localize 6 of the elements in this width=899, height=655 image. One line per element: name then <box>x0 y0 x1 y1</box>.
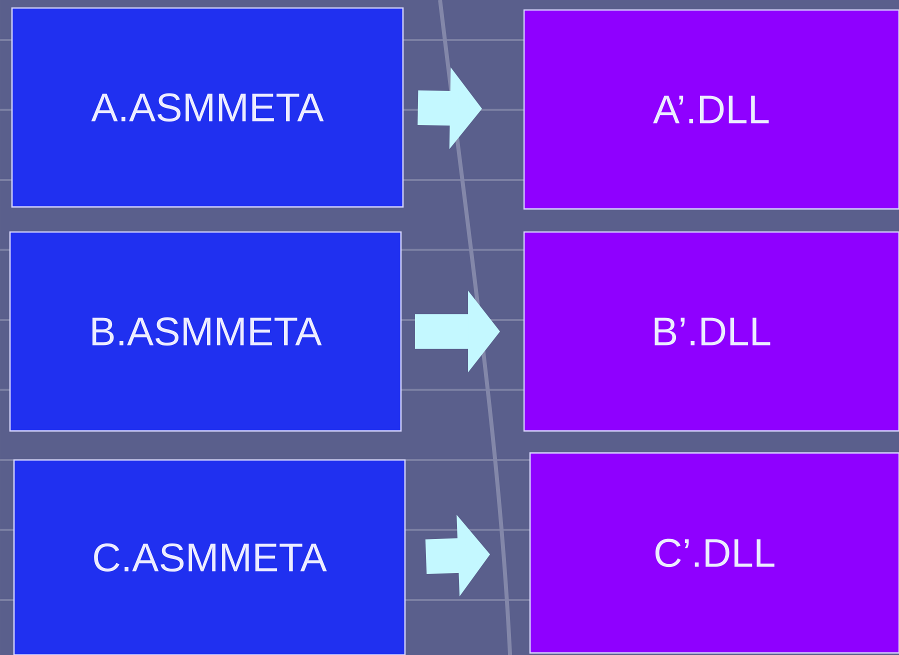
file-box: A’.DLL <box>523 9 899 210</box>
file-box: C’.DLL <box>529 452 899 654</box>
file-box: B’.DLL <box>523 231 899 432</box>
file-box: A.ASMMETA <box>11 7 404 208</box>
file-box: B.ASMMETA <box>9 231 402 432</box>
file-box: C.ASMMETA <box>13 459 406 655</box>
